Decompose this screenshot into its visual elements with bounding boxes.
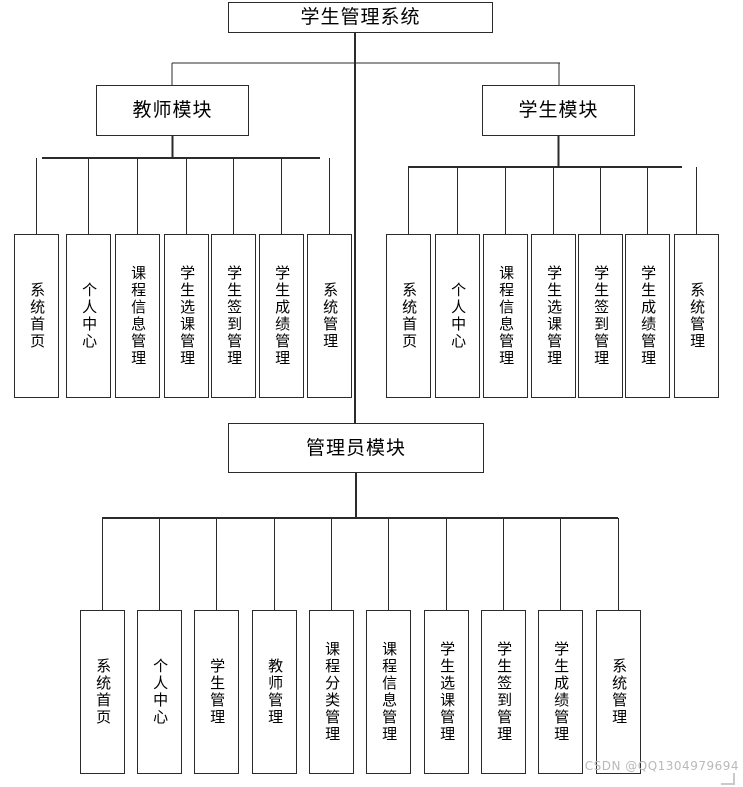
node-leaf-teacher-1[interactable]: 个人中心: [66, 234, 111, 398]
node-leaf-label: 学生签到管理: [495, 641, 514, 743]
node-student-module-label: 学生模块: [518, 99, 599, 122]
node-leaf-admin-6[interactable]: 学生选课管理: [424, 610, 469, 774]
node-leaf-student-5[interactable]: 学生成绩管理: [625, 234, 670, 398]
node-leaf-teacher-0[interactable]: 系统首页: [14, 234, 59, 398]
node-admin-module-label: 管理员模块: [305, 436, 406, 459]
node-leaf-label: 系统管理: [321, 282, 340, 350]
node-leaf-label: 系统首页: [28, 282, 47, 350]
node-leaf-label: 系统首页: [94, 658, 113, 726]
node-leaf-label: 学生成绩管理: [552, 641, 571, 743]
node-leaf-student-6[interactable]: 系统管理: [674, 234, 719, 398]
node-leaf-teacher-2[interactable]: 课程信息管理: [115, 234, 160, 398]
node-leaf-student-3[interactable]: 学生选课管理: [531, 234, 576, 398]
node-teacher-module-label: 教师模块: [132, 99, 213, 122]
node-leaf-label: 系统管理: [688, 282, 707, 350]
node-leaf-label: 课程信息管理: [497, 265, 516, 367]
node-leaf-admin-8[interactable]: 学生成绩管理: [538, 610, 583, 774]
node-leaf-label: 学生选课管理: [438, 641, 457, 743]
node-leaf-label: 个人中心: [449, 282, 468, 350]
node-leaf-teacher-3[interactable]: 学生选课管理: [164, 234, 209, 398]
node-leaf-label: 课程信息管理: [380, 641, 399, 743]
node-leaf-admin-0[interactable]: 系统首页: [80, 610, 125, 774]
node-leaf-label: 学生管理: [208, 658, 227, 726]
node-leaf-label: 系统管理: [610, 658, 629, 726]
node-leaf-student-4[interactable]: 学生签到管理: [578, 234, 623, 398]
node-leaf-admin-4[interactable]: 课程分类管理: [309, 610, 354, 774]
node-leaf-teacher-4[interactable]: 学生签到管理: [211, 234, 256, 398]
node-leaf-label: 学生成绩管理: [273, 265, 292, 367]
node-teacher-module[interactable]: 教师模块: [96, 85, 249, 136]
node-student-module[interactable]: 学生模块: [482, 85, 635, 136]
node-leaf-admin-9[interactable]: 系统管理: [596, 610, 641, 774]
node-root-label: 学生管理系统: [300, 6, 421, 29]
node-leaf-label: 个人中心: [151, 658, 170, 726]
node-leaf-label: 课程信息管理: [129, 265, 148, 367]
node-leaf-teacher-5[interactable]: 学生成绩管理: [259, 234, 304, 398]
node-root[interactable]: 学生管理系统: [228, 2, 493, 33]
node-leaf-admin-3[interactable]: 教师管理: [252, 610, 297, 774]
node-leaf-label: 课程分类管理: [323, 641, 342, 743]
node-leaf-admin-2[interactable]: 学生管理: [194, 610, 239, 774]
node-leaf-admin-1[interactable]: 个人中心: [137, 610, 182, 774]
node-leaf-label: 学生选课管理: [178, 265, 197, 367]
node-leaf-teacher-6[interactable]: 系统管理: [307, 234, 352, 398]
node-leaf-label: 系统首页: [400, 282, 419, 350]
node-leaf-student-1[interactable]: 个人中心: [435, 234, 480, 398]
node-leaf-admin-5[interactable]: 课程信息管理: [366, 610, 411, 774]
node-leaf-label: 个人中心: [80, 282, 99, 350]
node-leaf-label: 学生选课管理: [545, 265, 564, 367]
node-leaf-student-2[interactable]: 课程信息管理: [483, 234, 528, 398]
node-leaf-student-0[interactable]: 系统首页: [386, 234, 431, 398]
node-leaf-admin-7[interactable]: 学生签到管理: [481, 610, 526, 774]
node-leaf-label: 学生成绩管理: [639, 265, 658, 367]
corner-mark-icon: [721, 773, 735, 785]
node-leaf-label: 学生签到管理: [225, 265, 244, 367]
node-admin-module[interactable]: 管理员模块: [228, 423, 484, 473]
node-leaf-label: 教师管理: [266, 658, 285, 726]
watermark-text: CSDN @QQ1304979694: [584, 759, 739, 773]
node-leaf-label: 学生签到管理: [592, 265, 611, 367]
